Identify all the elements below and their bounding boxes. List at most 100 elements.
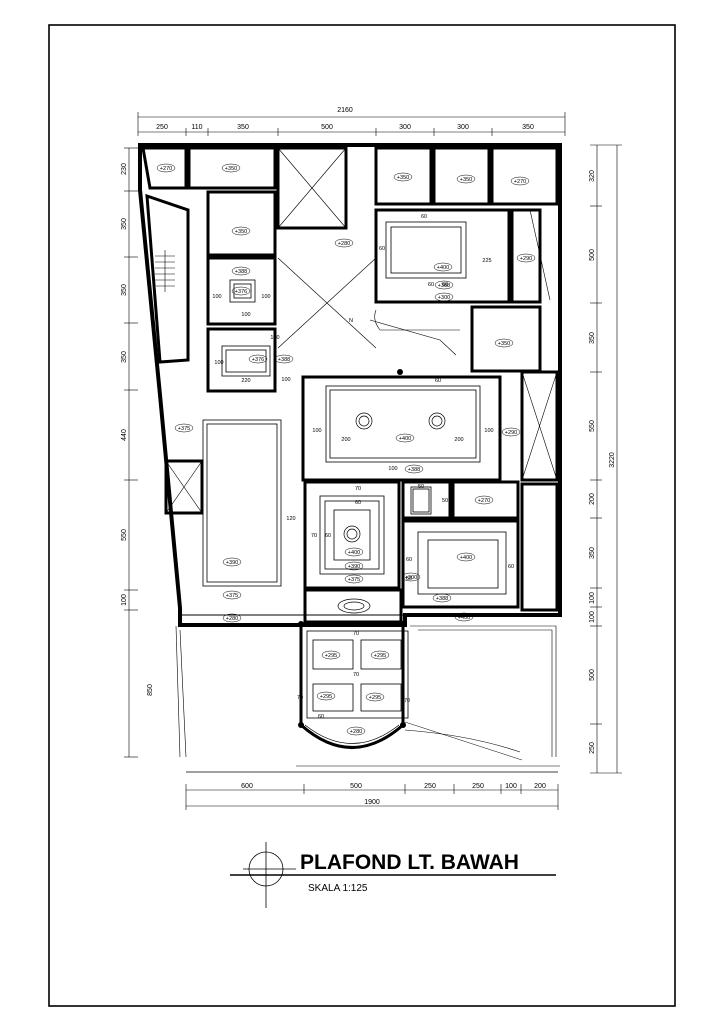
dim-top-6: 300 bbox=[457, 124, 469, 131]
level-tag-group bbox=[156, 163, 536, 736]
dim-top-4: 500 bbox=[321, 124, 333, 131]
inner-dim-8: 100 bbox=[241, 312, 250, 318]
inner-dim-10: 220 bbox=[241, 378, 250, 384]
drawing-scale: SKALA 1:125 bbox=[308, 883, 368, 894]
dim-bottom-total: 1900 bbox=[364, 799, 380, 806]
level-tag-room-i: +290 bbox=[520, 256, 532, 262]
level-tag-room-u: +280 bbox=[226, 616, 238, 622]
dim-right-2: 500 bbox=[589, 249, 596, 261]
ceiling-drop-outlines bbox=[202, 221, 507, 719]
level-tag-room-t3: +300 bbox=[405, 575, 417, 581]
dim-top-5: 300 bbox=[399, 124, 411, 131]
dim-left-7: 100 bbox=[121, 594, 128, 606]
inner-dim-3: 225 bbox=[482, 258, 491, 264]
level-tag-room-g: +280 bbox=[338, 241, 350, 247]
stair-treads bbox=[155, 250, 460, 356]
inner-dim-14: 100 bbox=[312, 428, 321, 434]
inner-dim-9: 100 bbox=[214, 360, 223, 366]
level-tag-room-w2: +295 bbox=[374, 653, 386, 659]
inner-dim-7: 100 bbox=[261, 294, 270, 300]
level-tag-room-k2: +388 bbox=[278, 357, 290, 363]
interior-walls bbox=[141, 146, 559, 624]
inner-dim-33: 60 bbox=[318, 714, 324, 720]
level-tag-room-v: +400 bbox=[458, 615, 470, 621]
inner-dim-29: 70 bbox=[353, 631, 359, 637]
dim-right-6: 350 bbox=[589, 547, 596, 559]
level-tag-room-w4: +295 bbox=[369, 695, 381, 701]
level-tag-room-r2: +390 bbox=[348, 564, 360, 570]
dim-top-3: 350 bbox=[237, 124, 249, 131]
dim-right-total: 3220 bbox=[609, 452, 616, 468]
inner-dim-4: 60 bbox=[428, 282, 434, 288]
level-tag-room-n2: +388 bbox=[408, 467, 420, 473]
dim-right-7: 100 bbox=[589, 592, 596, 604]
dim-bottom-4: 250 bbox=[472, 783, 484, 790]
dim-left-3: 350 bbox=[121, 284, 128, 296]
dim-right-3: 350 bbox=[589, 332, 596, 344]
level-tag-room-j: +388 bbox=[235, 269, 247, 275]
inner-dim-18: 100 bbox=[388, 466, 397, 472]
dim-left-4: 350 bbox=[121, 351, 128, 363]
level-tag-room-j2: +376 bbox=[235, 289, 247, 295]
inner-dim-27: 50 bbox=[418, 484, 424, 490]
inner-dim-2: 60 bbox=[379, 246, 385, 252]
level-tag-room-b: +350 bbox=[225, 166, 237, 172]
inner-dim-16: 200 bbox=[454, 437, 463, 443]
bottom-dimension-chain bbox=[185, 784, 559, 810]
dim-left-8: 850 bbox=[147, 684, 154, 696]
dim-right-4: 550 bbox=[589, 420, 596, 432]
level-tag-room-s: +270 bbox=[478, 498, 490, 504]
dim-right-9: 500 bbox=[589, 669, 596, 681]
sheet-border bbox=[48, 24, 676, 1007]
level-tag-room-r3: +375 bbox=[348, 577, 360, 583]
dim-left-5: 440 bbox=[121, 429, 128, 441]
inner-dim-21: 60 bbox=[325, 533, 331, 539]
level-tag-room-r: +400 bbox=[348, 550, 360, 556]
inner-dim-22: 70 bbox=[355, 486, 361, 492]
level-tag-room-l: +350 bbox=[498, 341, 510, 347]
level-tag-room-q: +375 bbox=[226, 593, 238, 599]
dim-bottom-3: 250 bbox=[424, 783, 436, 790]
dim-bottom-5: 100 bbox=[505, 783, 517, 790]
level-tag-room-d: +350 bbox=[460, 177, 472, 183]
ceiling-medallions bbox=[337, 412, 446, 614]
inner-dim-1: 60 bbox=[421, 214, 427, 220]
inner-dim-30: 70 bbox=[297, 695, 303, 701]
inner-dim-19: 120 bbox=[286, 516, 295, 522]
level-tag-room-k: +376 bbox=[252, 357, 264, 363]
inner-dim-28: 50 bbox=[442, 498, 448, 504]
inner-dim-20: 70 bbox=[311, 533, 317, 539]
level-tag-room-w1: +295 bbox=[325, 653, 337, 659]
inner-dim-25: 60 bbox=[508, 564, 514, 570]
inner-dim-24: 60 bbox=[406, 557, 412, 563]
inner-dim-6: 100 bbox=[212, 294, 221, 300]
level-tag-room-w3: +295 bbox=[320, 694, 332, 700]
level-tag-room-f: +350 bbox=[235, 229, 247, 235]
outer-walls bbox=[138, 143, 562, 627]
level-tag-room-e: +270 bbox=[514, 179, 526, 185]
dim-top-7: 350 bbox=[522, 124, 534, 131]
inner-dim-12: 100 bbox=[281, 377, 290, 383]
level-tag-room-o: +290 bbox=[505, 430, 517, 436]
level-tag-room-h: +400 bbox=[437, 265, 449, 271]
void-crosses bbox=[165, 147, 558, 514]
inner-dim-23: 60 bbox=[355, 500, 361, 506]
dim-bottom-6: 200 bbox=[534, 783, 546, 790]
right-dimension-chain bbox=[590, 144, 622, 774]
dim-right-8: 100 bbox=[589, 611, 596, 623]
level-tag-room-t2: +388 bbox=[436, 596, 448, 602]
inner-dim-13: 60 bbox=[435, 378, 441, 384]
dim-left-2: 350 bbox=[121, 218, 128, 230]
inner-dim-11: 100 bbox=[270, 335, 279, 341]
terrace-walls bbox=[175, 624, 560, 773]
dim-left-1: 230 bbox=[121, 163, 128, 175]
dim-bottom-1: 600 bbox=[241, 783, 253, 790]
level-tag-room-a: +270 bbox=[160, 166, 172, 172]
north-marker-label: N bbox=[349, 318, 353, 324]
dim-left-6: 550 bbox=[121, 529, 128, 541]
level-tag-room-p: +390 bbox=[226, 560, 238, 566]
level-tag-room-h3: +300 bbox=[438, 295, 450, 301]
dim-right-1: 320 bbox=[589, 170, 596, 182]
dim-top-2: 110 bbox=[191, 124, 202, 131]
